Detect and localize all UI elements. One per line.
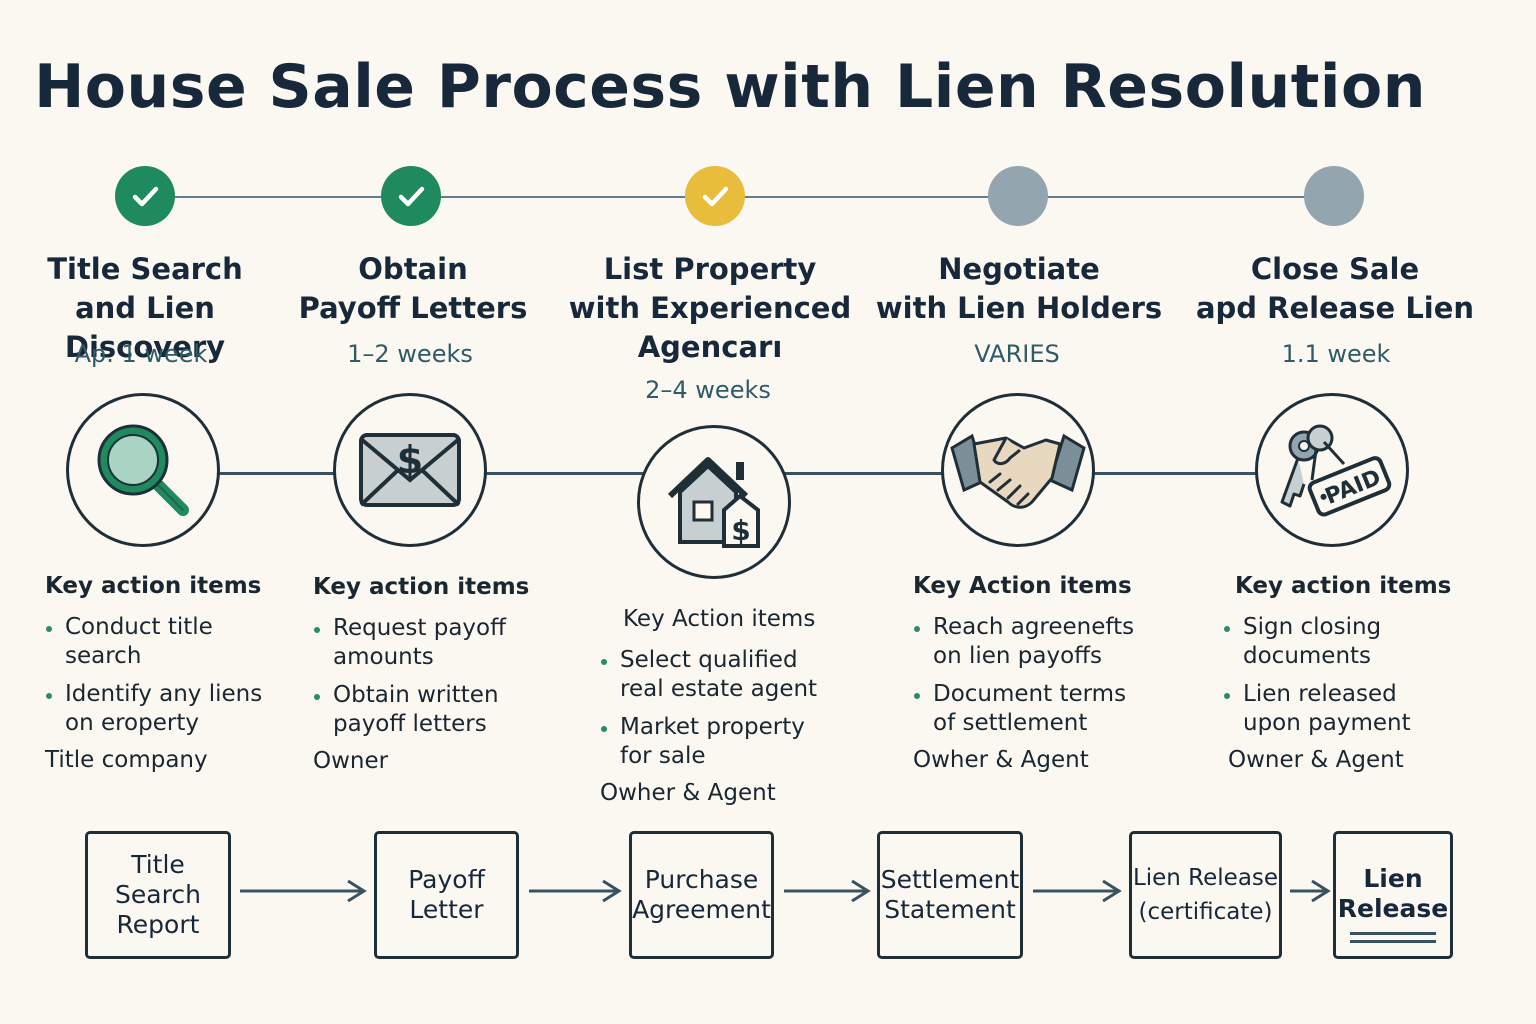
document-label: Lien Release xyxy=(1337,864,1449,923)
page-title: House Sale Process with Lien Resolution xyxy=(34,52,1426,122)
document-settlement-statement: Settlement Statement xyxy=(877,831,1023,959)
document-purchase-agreement: Purchase Agreement xyxy=(629,831,774,959)
step-5-details: Key action items Sign closing documents … xyxy=(1224,573,1475,773)
step-1-action-list: Conduct title search Identify any liens … xyxy=(45,613,285,738)
action-item: Market property for sale xyxy=(600,713,860,771)
step-2-key-heading: Key action items xyxy=(313,574,530,600)
document-underline xyxy=(1350,932,1436,935)
check-icon xyxy=(702,186,729,207)
action-item: Sign closing documents xyxy=(1223,613,1475,671)
step-1-owner: Title company xyxy=(45,747,208,773)
action-item: Conduct title search xyxy=(45,613,285,671)
document-label: Purchase Agreement xyxy=(632,865,771,924)
action-item: Lien released upon payment xyxy=(1223,680,1475,738)
check-icon xyxy=(398,186,425,207)
step-5-status-dot xyxy=(1304,166,1364,226)
document-underline xyxy=(1350,940,1436,943)
svg-text:$: $ xyxy=(397,438,423,482)
step-3-icon-circle: $ xyxy=(637,425,791,579)
step-4-title: Negotiate with Lien Holders xyxy=(875,252,1163,325)
step-5-owner: Owner & Agent xyxy=(1228,747,1404,773)
step-3-action-list: Select qualified real estate agent Marke… xyxy=(600,646,860,771)
document-lien-release-certificate: Lien Release (certificate) xyxy=(1129,831,1282,959)
step-3-title: List Property with Experienced Agencarı xyxy=(568,252,852,364)
action-item: Reach agreenefts on lien payoffs xyxy=(913,613,1163,671)
step-1-details: Key action items Conduct title search Id… xyxy=(45,573,285,773)
step-2-details: Key action items Request payoff amounts … xyxy=(313,574,553,774)
step-3-status-dot xyxy=(685,166,745,226)
step-1-title: Title Search and Lien Discovery xyxy=(47,252,243,364)
arrow-right-icon xyxy=(529,879,622,903)
magnifier-icon xyxy=(97,424,189,516)
step-5-action-list: Sign closing documents Lien released upo… xyxy=(1223,613,1475,738)
step-5-duration: 1.1 week xyxy=(1281,340,1391,368)
house-dollar-icon: $ xyxy=(667,457,760,548)
step-3-key-heading: Key Action items xyxy=(623,606,816,632)
document-lien-release: Lien Release xyxy=(1333,831,1453,959)
step-2-icon-circle: $ xyxy=(333,393,487,547)
step-1-key-heading: Key action items xyxy=(45,573,262,599)
step-4-key-heading: Key Action items xyxy=(913,573,1132,599)
step-4-details: Key Action items Reach agreenefts on lie… xyxy=(913,573,1163,773)
handshake-icon xyxy=(950,433,1086,509)
document-title-search-report: Title Search Report xyxy=(85,831,231,959)
step-5-key-heading: Key action items xyxy=(1235,573,1452,599)
document-payoff-letter: Payoff Letter xyxy=(374,831,519,959)
action-item: Obtain written payoff letters xyxy=(313,681,553,739)
step-4-duration: VARIES xyxy=(974,340,1060,368)
step-3-duration: 2–4 weeks xyxy=(645,376,771,404)
step-2-status-dot xyxy=(381,166,441,226)
step-4-status-dot xyxy=(988,166,1048,226)
step-4-owner: Owher & Agent xyxy=(913,747,1089,773)
action-item: Document terms of settlement xyxy=(913,680,1163,738)
step-5-title: Close Sale apd Release Lien xyxy=(1195,252,1475,325)
svg-text:$: $ xyxy=(731,514,750,547)
step-1-icon-circle xyxy=(66,393,220,547)
arrow-right-icon xyxy=(1033,879,1122,903)
action-item: Select qualified real estate agent xyxy=(600,646,860,704)
arrow-right-icon xyxy=(784,879,871,903)
action-item: Request payoff amounts xyxy=(313,614,553,672)
step-5-icon-circle: PAID xyxy=(1255,393,1409,547)
document-label: Settlement Statement xyxy=(880,865,1020,924)
envelope-dollar-icon: $ xyxy=(359,433,461,507)
keys-paid-tag-icon: PAID xyxy=(1280,424,1392,517)
step-2-action-list: Request payoff amounts Obtain written pa… xyxy=(313,614,553,739)
step-1-duration: Ap. 1 week xyxy=(74,340,208,368)
step-2-owner: Owner xyxy=(313,748,389,774)
arrow-right-icon xyxy=(1290,879,1331,903)
step-1-status-dot xyxy=(115,166,175,226)
step-2-duration: 1–2 weeks xyxy=(347,340,473,368)
document-label: Title Search Report xyxy=(115,850,201,939)
step-2-title: Obtain Payoff Letters xyxy=(298,252,528,325)
document-label: Payoff Letter xyxy=(408,865,485,924)
step-3-details: Key Action items Select qualified real e… xyxy=(600,606,860,806)
step-4-action-list: Reach agreenefts on lien payoffs Documen… xyxy=(913,613,1163,738)
arrow-right-icon xyxy=(240,879,367,903)
step-4-icon-circle xyxy=(941,393,1095,547)
check-icon xyxy=(132,186,159,207)
step-3-owner: Owher & Agent xyxy=(600,780,776,806)
action-item: Identify any liens on eroperty xyxy=(45,680,285,738)
document-label: Lien Release (certificate) xyxy=(1132,865,1279,925)
